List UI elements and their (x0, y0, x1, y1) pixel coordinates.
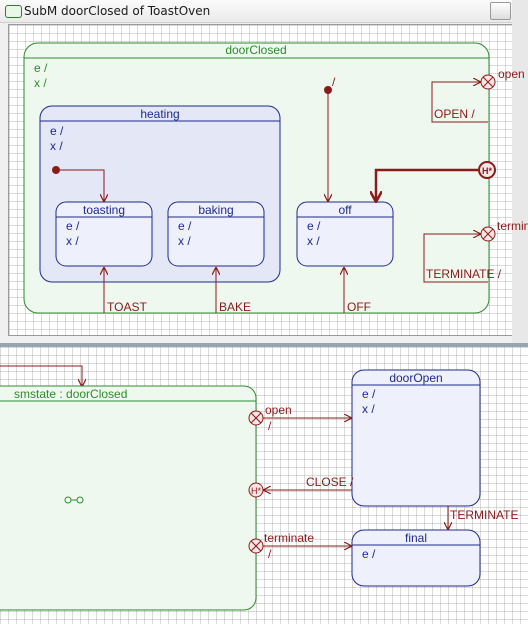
transition-terminate-final[interactable]: / (263, 546, 351, 561)
exit-point-label: terminate (497, 219, 528, 233)
restore-button[interactable] (490, 2, 511, 20)
exit-point-terminate-parent[interactable]: terminate (248, 531, 314, 554)
exit-point-label: open (265, 403, 292, 417)
title-bar: SubM doorClosed of ToastOven (0, 0, 528, 23)
incoming-transition-smstate[interactable] (0, 365, 82, 386)
transition-terminate[interactable]: TERMINATE / (423, 234, 502, 283)
transition-label: CLOSE / (306, 475, 354, 489)
state-doorOpen[interactable]: doorOpen e / x / (351, 369, 481, 507)
state-off[interactable]: off e / x / (296, 201, 394, 267)
history-label: H* (482, 166, 492, 176)
history-pseudostate-parent[interactable]: H* (248, 482, 264, 498)
state-name: doorOpen (389, 371, 442, 385)
exit-point-open[interactable]: open (480, 67, 525, 90)
history-pseudostate[interactable]: H* (478, 161, 496, 179)
initial-transition-doorClosed[interactable]: / (324, 75, 336, 201)
statechart-icon (5, 5, 22, 18)
state-name: smstate : doorClosed (14, 387, 127, 401)
transition-label: / (268, 419, 272, 433)
exit-action: x / (50, 139, 63, 153)
entry-action: e / (307, 219, 321, 233)
state-baking[interactable]: baking e / x / (167, 201, 265, 267)
exit-action: x / (362, 402, 375, 416)
submachine-state-smstate[interactable]: smstate : doorClosed (0, 385, 257, 611)
exit-point-label: open (498, 67, 525, 81)
state-name: baking (198, 203, 233, 217)
state-name: doorClosed (225, 43, 286, 57)
submachine-icon (64, 496, 84, 504)
transition-close[interactable]: CLOSE / (264, 475, 354, 490)
entry-action: e / (178, 219, 192, 233)
exit-action: x / (307, 234, 320, 248)
transition-label: / (268, 547, 272, 561)
transition-bake[interactable]: BAKE (216, 268, 251, 314)
exit-action: x / (66, 234, 79, 248)
transition-toast[interactable]: TOAST (104, 268, 147, 314)
transition-terminate-doorOpen[interactable]: TERMINATE (448, 506, 518, 529)
transition-label: TERMINATE / (426, 267, 502, 281)
transition-history-off[interactable] (376, 168, 478, 201)
vertical-scrollbar[interactable] (512, 0, 528, 343)
transition-label: OPEN / (434, 107, 475, 121)
transition-label: TERMINATE (450, 508, 518, 522)
state-name: heating (140, 107, 179, 121)
entry-action: e / (50, 124, 64, 138)
exit-point-terminate[interactable]: terminate (480, 219, 528, 242)
transition-open-doorOpen[interactable]: / (263, 418, 351, 433)
state-toasting[interactable]: toasting e / x / (55, 201, 153, 267)
entry-action: e / (362, 547, 376, 561)
state-name: final (405, 531, 427, 545)
transition-label: BAKE (219, 300, 251, 314)
state-name: toasting (83, 203, 125, 217)
pane-splitter[interactable] (0, 343, 528, 347)
transition-label: OFF (347, 300, 371, 314)
entry-action: e / (34, 61, 48, 75)
exit-action: x / (178, 234, 191, 248)
entry-action: e / (66, 219, 80, 233)
state-name: off (338, 203, 352, 217)
transition-off[interactable]: OFF (344, 268, 371, 314)
exit-action: x / (34, 76, 47, 90)
state-final[interactable]: final e / (351, 529, 481, 587)
exit-point-open-parent[interactable]: open (248, 403, 292, 426)
transition-open[interactable]: OPEN / (431, 82, 488, 123)
window-title: SubM doorClosed of ToastOven (24, 4, 211, 18)
entry-action: e / (362, 387, 376, 401)
history-label: H* (251, 486, 261, 496)
initial-label: / (332, 75, 336, 89)
transition-label: TOAST (107, 300, 147, 314)
exit-point-label: terminate (264, 531, 314, 545)
initial-transition-heating[interactable] (52, 166, 104, 201)
